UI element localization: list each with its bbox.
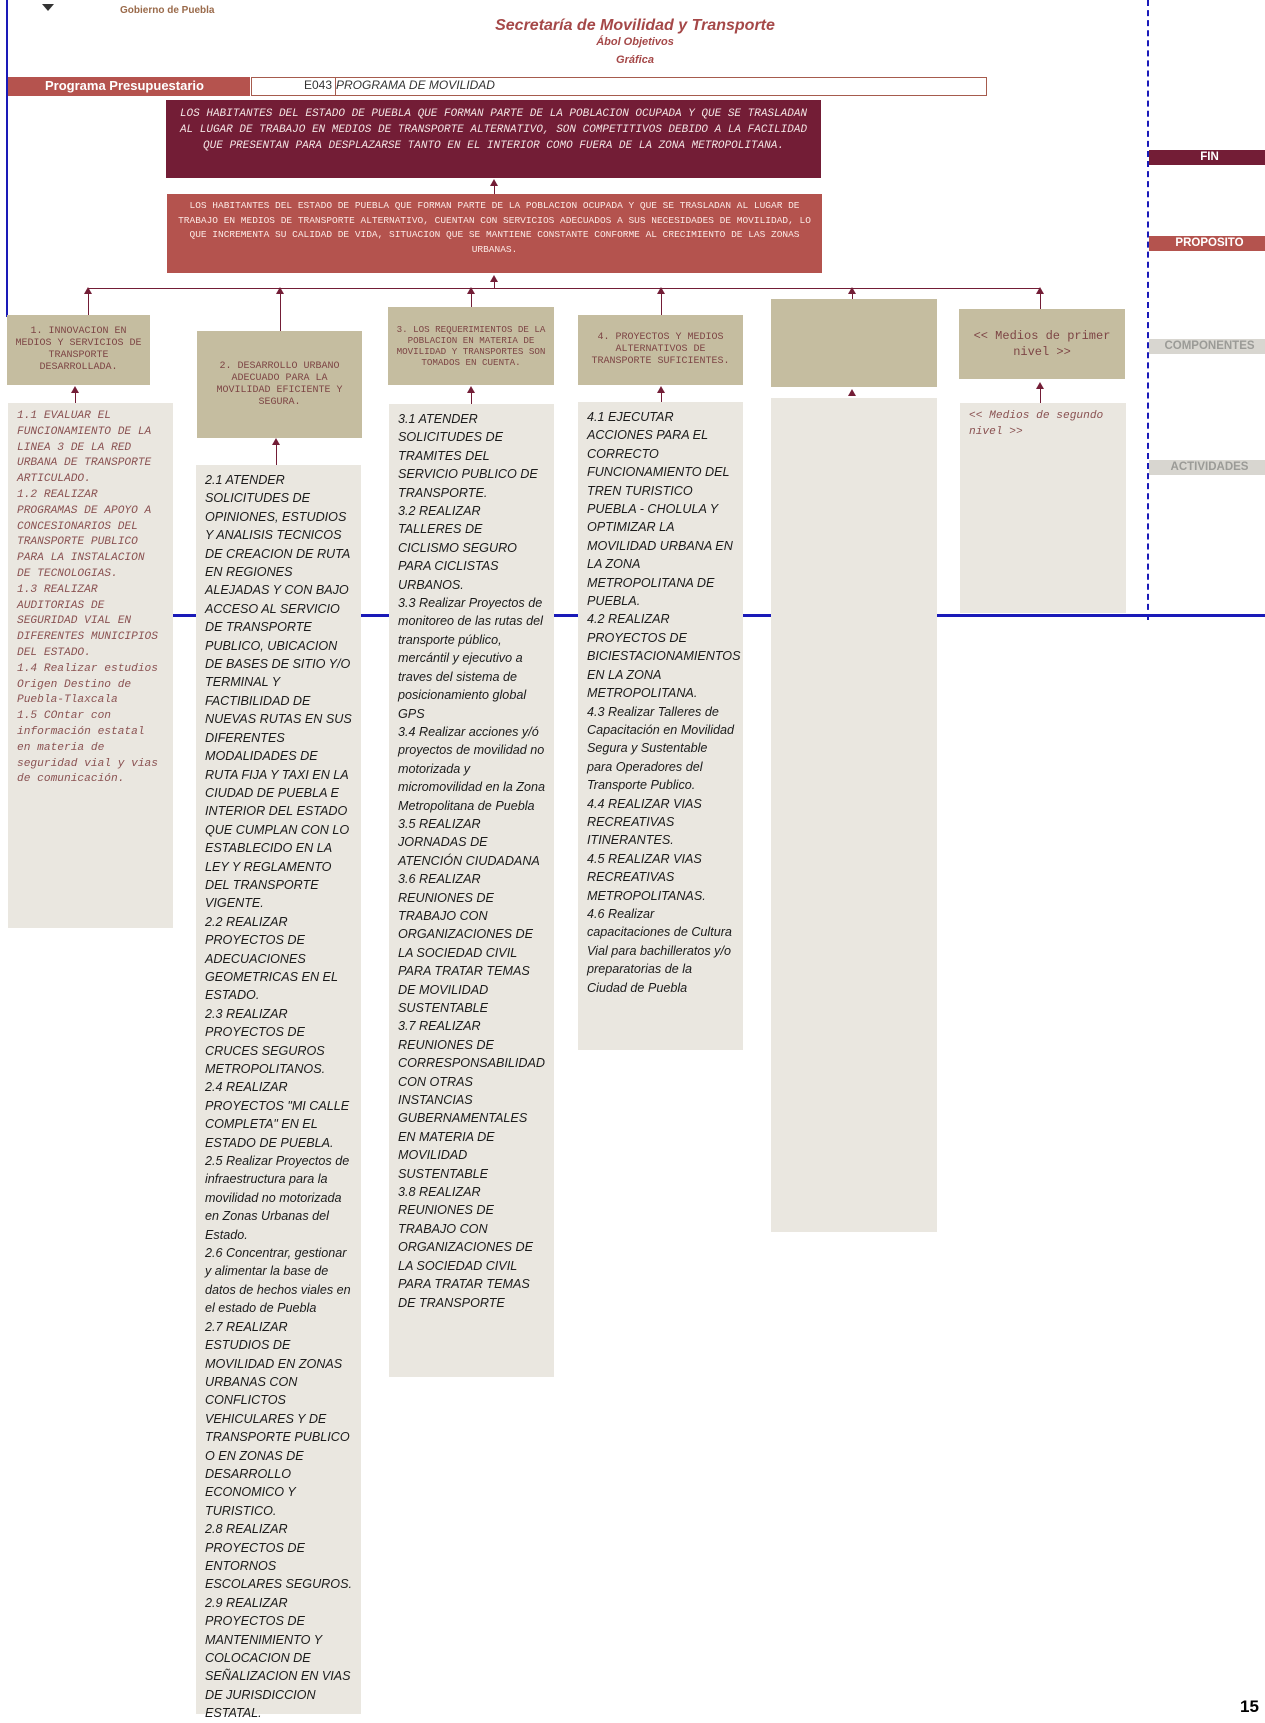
connector-line <box>276 443 277 465</box>
government-label: Gobierno de Puebla <box>120 5 215 16</box>
connector-line <box>661 293 662 315</box>
arrow-up-icon <box>490 179 498 186</box>
component-box-2: 2. DESARROLLO URBANO ADECUADO PARA LA MO… <box>197 331 362 438</box>
component-box-4: 4. PROYECTOS Y MEDIOS ALTERNATIVOS DE TR… <box>578 315 743 385</box>
activity-box-2: 2.1 ATENDER SOLICITUDES DE OPINIONES, ES… <box>196 465 361 1720</box>
component-box-6: << Medios de primer nivel >> <box>959 309 1125 379</box>
arrow-up-icon <box>84 287 92 294</box>
level-label-componentes: COMPONENTES <box>1149 339 1265 354</box>
connector-line <box>88 293 89 315</box>
right-dashed-divider <box>1147 0 1149 620</box>
arrow-up-icon <box>657 287 665 294</box>
page-subtitle-2: Gráfica <box>616 54 654 66</box>
connector-line <box>494 282 495 289</box>
page-subtitle: Ábol Objetivos <box>596 36 674 48</box>
component-box-1: 1. INNOVACION EN MEDIOS Y SERVICIOS DE T… <box>7 315 150 385</box>
connector-line <box>75 391 76 403</box>
proposito-box: LOS HABITANTES DEL ESTADO DE PUEBLA QUE … <box>167 194 822 273</box>
arrow-up-icon <box>657 386 665 393</box>
page-title: Secretaría de Movilidad y Transporte <box>495 17 775 34</box>
program-label: Programa Presupuestario <box>8 77 250 96</box>
left-border-line <box>6 0 8 317</box>
program-name: PROGRAMA DE MOVILIDAD <box>336 78 495 92</box>
connector-line <box>1040 293 1041 309</box>
connector-line <box>661 391 662 402</box>
activity-box-1: 1.1 EVALUAR EL FUNCIONAMIENTO DE LA LINE… <box>8 403 173 928</box>
component-box-5 <box>771 299 937 387</box>
page-number: 15 <box>1240 1697 1259 1716</box>
connector-line <box>1040 387 1041 403</box>
dropdown-arrow-icon[interactable] <box>42 4 54 11</box>
connector-line <box>471 391 472 404</box>
connector-line <box>494 184 495 194</box>
program-code: E043 <box>252 78 336 95</box>
arrow-up-icon <box>1036 287 1044 294</box>
arrow-up-icon <box>276 287 284 294</box>
program-field: E043 PROGRAMA DE MOVILIDAD <box>251 77 987 96</box>
level-label-proposito: PROPOSITO <box>1149 236 1265 251</box>
connector-line <box>280 293 281 331</box>
arrow-up-icon <box>272 438 280 445</box>
activity-box-3: 3.1 ATENDER SOLICITUDES DE TRAMITES DEL … <box>389 404 554 1377</box>
connector-line <box>471 293 472 307</box>
arrow-up-icon <box>490 275 498 282</box>
activity-box-5 <box>771 398 937 1232</box>
arrow-up-icon <box>848 389 856 396</box>
connector-line <box>852 293 853 299</box>
arrow-up-icon <box>1036 382 1044 389</box>
arrow-up-icon <box>467 386 475 393</box>
component-box-3: 3. LOS REQUERIMIENTOS DE LA POBLACION EN… <box>388 307 554 385</box>
arrow-up-icon <box>848 287 856 294</box>
level-label-fin: FIN <box>1149 150 1265 165</box>
level-label-actividades: ACTIVIDADES <box>1149 460 1265 475</box>
arrow-up-icon <box>467 287 475 294</box>
activity-box-6: << Medios de segundo nivel >> <box>960 403 1126 613</box>
activity-box-4: 4.1 EJECUTAR ACCIONES PARA EL CORRECTO F… <box>578 402 743 1050</box>
arrow-up-icon <box>71 386 79 393</box>
branch-line <box>88 288 1040 289</box>
fin-box: LOS HABITANTES DEL ESTADO DE PUEBLA QUE … <box>166 100 821 178</box>
